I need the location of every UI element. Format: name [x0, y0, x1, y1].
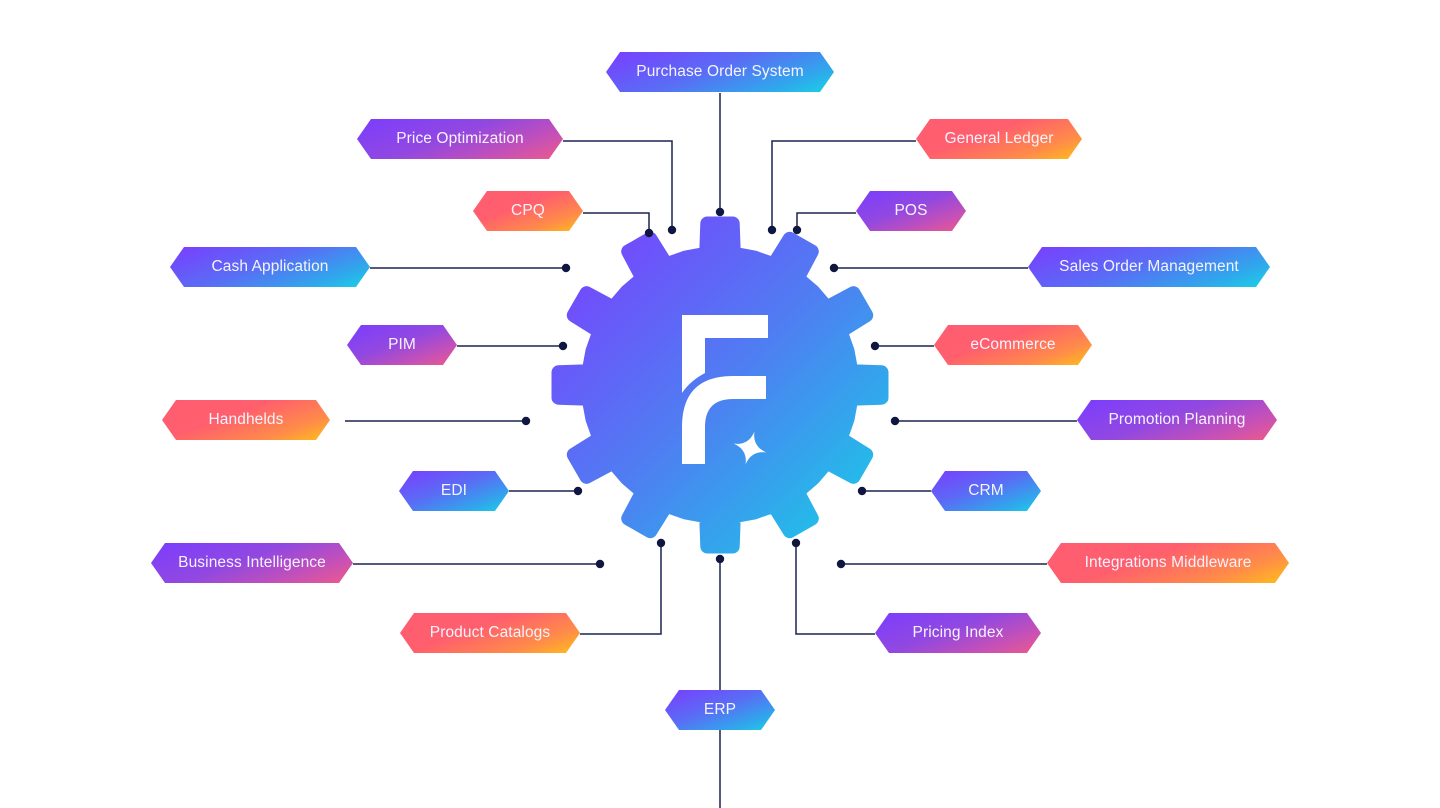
- node-label: Cash Application: [211, 258, 329, 275]
- node-pricing-index[interactable]: Pricing Index: [875, 613, 1041, 653]
- node-label: Sales Order Management: [1059, 258, 1239, 275]
- node-label: ERP: [703, 701, 737, 718]
- node-cash-application[interactable]: Cash Application: [170, 247, 370, 287]
- node-label: CPQ: [511, 202, 545, 219]
- node-product-catalogs[interactable]: Product Catalogs: [400, 613, 580, 653]
- connector-dot-pricing-index: [791, 538, 801, 548]
- node-label: Business Intelligence: [178, 554, 326, 571]
- connector-dot-purchase-order-system: [715, 207, 725, 217]
- connector-dot-cash-application: [561, 263, 571, 273]
- node-label: EDI: [440, 482, 468, 499]
- node-label: eCommerce: [970, 336, 1056, 353]
- node-pim[interactable]: PIM: [347, 325, 457, 365]
- connector-dot-integrations-middleware: [836, 559, 846, 569]
- node-label: Purchase Order System: [636, 63, 804, 80]
- connector-dot-sales-order-management: [829, 263, 839, 273]
- node-label: Integrations Middleware: [1084, 554, 1252, 571]
- connector-dot-pim: [558, 341, 568, 351]
- connector-dot-price-optimization: [667, 225, 677, 235]
- node-pos[interactable]: POS: [856, 191, 966, 231]
- node-label: Product Catalogs: [429, 624, 551, 641]
- connector-line-pos: [796, 212, 856, 230]
- node-purchase-order-system[interactable]: Purchase Order System: [606, 52, 834, 92]
- connector-line-price-optimization: [563, 140, 673, 230]
- node-label: Pricing Index: [912, 624, 1004, 641]
- central-gear: [551, 216, 889, 554]
- connector-dot-handhelds: [521, 416, 531, 426]
- connector-line-product-catalogs: [580, 543, 662, 635]
- node-price-optimization[interactable]: Price Optimization: [357, 119, 563, 159]
- connectors: [345, 93, 1077, 808]
- node-label: General Ledger: [944, 130, 1054, 147]
- node-sales-order-management[interactable]: Sales Order Management: [1028, 247, 1270, 287]
- connector-dot-promotion-planning: [890, 416, 900, 426]
- connector-dot-general-ledger: [767, 225, 777, 235]
- node-crm[interactable]: CRM: [931, 471, 1041, 511]
- node-ecommerce[interactable]: eCommerce: [934, 325, 1092, 365]
- node-label: POS: [894, 202, 928, 219]
- node-business-intelligence[interactable]: Business Intelligence: [151, 543, 353, 583]
- node-label: Promotion Planning: [1108, 411, 1246, 428]
- connector-line-cpq: [583, 212, 650, 233]
- node-promotion-planning[interactable]: Promotion Planning: [1077, 400, 1277, 440]
- f-star-logo-icon: [682, 315, 768, 465]
- node-integrations-middleware[interactable]: Integrations Middleware: [1047, 543, 1289, 583]
- connector-dot-edi: [573, 486, 583, 496]
- node-label: Price Optimization: [396, 130, 524, 147]
- connector-dot-business-intelligence: [595, 559, 605, 569]
- connector-dot-erp: [715, 554, 725, 564]
- node-label: CRM: [968, 482, 1004, 499]
- connector-dot-product-catalogs: [656, 538, 666, 548]
- connector-dot-crm: [857, 486, 867, 496]
- node-handhelds[interactable]: Handhelds: [162, 400, 330, 440]
- connector-line-general-ledger: [771, 140, 916, 230]
- node-erp[interactable]: ERP: [665, 690, 775, 730]
- connector-dot-pos: [792, 225, 802, 235]
- node-label: Handhelds: [208, 411, 284, 428]
- connector-dot-ecommerce: [870, 341, 880, 351]
- node-general-ledger[interactable]: General Ledger: [916, 119, 1082, 159]
- node-cpq[interactable]: CPQ: [473, 191, 583, 231]
- node-label: PIM: [388, 336, 416, 353]
- node-edi[interactable]: EDI: [399, 471, 509, 511]
- connector-dot-cpq: [644, 228, 654, 238]
- connector-line-pricing-index: [795, 543, 875, 635]
